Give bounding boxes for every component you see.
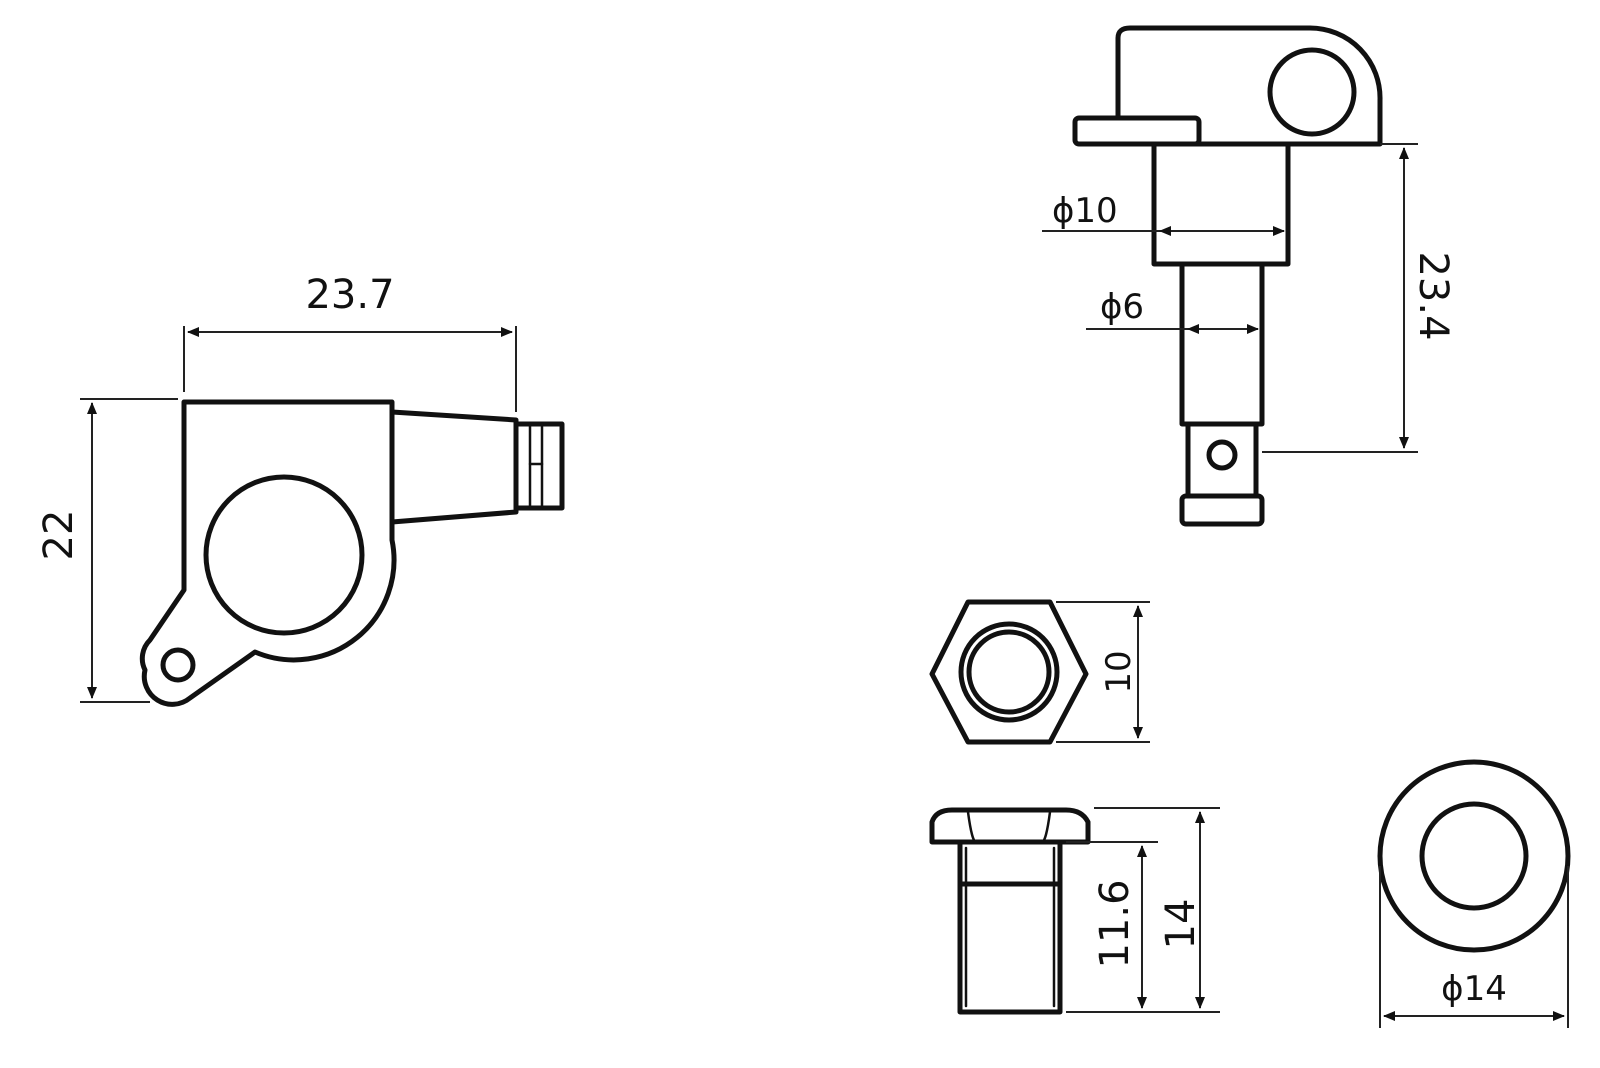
post-tip — [1179, 493, 1265, 527]
dim-label-bushing-shaft: 11.6 — [1092, 879, 1138, 968]
tuner-side-view: ϕ10 ϕ6 23.4 — [1042, 25, 1456, 527]
housing-gear-circle — [203, 474, 365, 636]
dim-label-washer-diameter: ϕ14 — [1441, 969, 1507, 1009]
post-bushing — [1151, 141, 1291, 267]
dim-label-body-height: 22 — [36, 510, 82, 561]
side-housing-outline — [1115, 25, 1383, 147]
washer-top-view: ϕ14 — [1377, 759, 1571, 1028]
side-flange-plate — [1072, 115, 1202, 147]
string-post-hole — [1206, 439, 1238, 471]
dim-label-post-length: 23.4 — [1410, 251, 1456, 340]
washer-inner-hole — [1419, 801, 1529, 911]
mounting-screw-hole — [160, 647, 196, 683]
bushing-threaded-shaft — [957, 881, 1063, 1015]
tuner-housing-outline — [139, 399, 397, 707]
hex-nut-outer-ring — [958, 621, 1060, 723]
dim-label-body-width: 23.7 — [305, 272, 394, 318]
dim-label-bushing-total: 14 — [1158, 899, 1204, 950]
tuner-button-stub — [513, 421, 565, 511]
hex-nut-inner-ring — [966, 629, 1052, 715]
tuner-neck — [389, 409, 519, 525]
side-gear-circle — [1267, 47, 1357, 137]
tuner-front-view: 23.7 22 — [36, 272, 565, 707]
bushing-collar — [957, 839, 1063, 887]
dim-label-nut-width: 10 — [1099, 650, 1139, 693]
washer-outer-edge — [1377, 759, 1571, 953]
bushing-side-view: 11.6 14 — [929, 807, 1220, 1015]
dim-label-post-diameter: ϕ6 — [1100, 287, 1144, 327]
bushing-hex-head — [929, 807, 1091, 845]
string-post — [1179, 261, 1265, 427]
hex-nut-top-view: 10 — [929, 599, 1150, 745]
hex-nut-outline — [929, 599, 1089, 745]
dim-label-bushing-diameter: ϕ10 — [1052, 191, 1118, 231]
